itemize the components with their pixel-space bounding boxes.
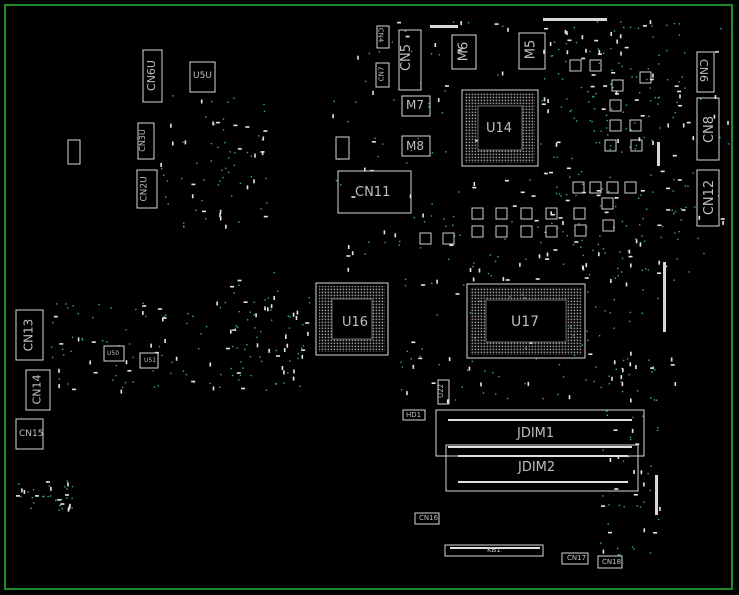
m5-outline	[518, 32, 546, 70]
cn11-outline	[337, 170, 412, 214]
u22-outline	[437, 379, 450, 405]
m7-outline	[401, 95, 431, 117]
cn4-outline	[376, 25, 390, 49]
bga-u16	[315, 282, 389, 356]
u50-outline	[103, 345, 125, 362]
jdim2-outline	[445, 444, 639, 492]
kb1-outline	[444, 544, 544, 557]
cn12-outline	[696, 169, 720, 227]
cn17-outline	[561, 552, 589, 565]
ic-small-outline	[335, 136, 350, 160]
cn7-outline	[375, 62, 390, 88]
bga-u17	[466, 283, 586, 359]
cn15-outline	[15, 418, 44, 450]
cn8-outline	[696, 97, 720, 161]
hd1-outline	[402, 409, 426, 421]
cn6u-outline	[142, 49, 163, 103]
u5u-outline	[189, 61, 216, 93]
cn13-outline	[15, 309, 44, 361]
cn14-outline	[25, 369, 51, 411]
u51-outline	[139, 352, 159, 369]
m6-outline	[451, 34, 477, 70]
cn16-outline	[414, 512, 440, 525]
cn2u-outline	[136, 169, 158, 209]
cn18-outline	[597, 555, 623, 569]
cn3u-outline	[137, 122, 155, 160]
board-outline	[4, 4, 733, 590]
bga-u14	[461, 89, 539, 167]
m8-outline	[401, 135, 431, 157]
cn6-outline	[696, 51, 715, 93]
cn5-outline	[398, 29, 422, 91]
cn-small-outline	[67, 139, 81, 165]
